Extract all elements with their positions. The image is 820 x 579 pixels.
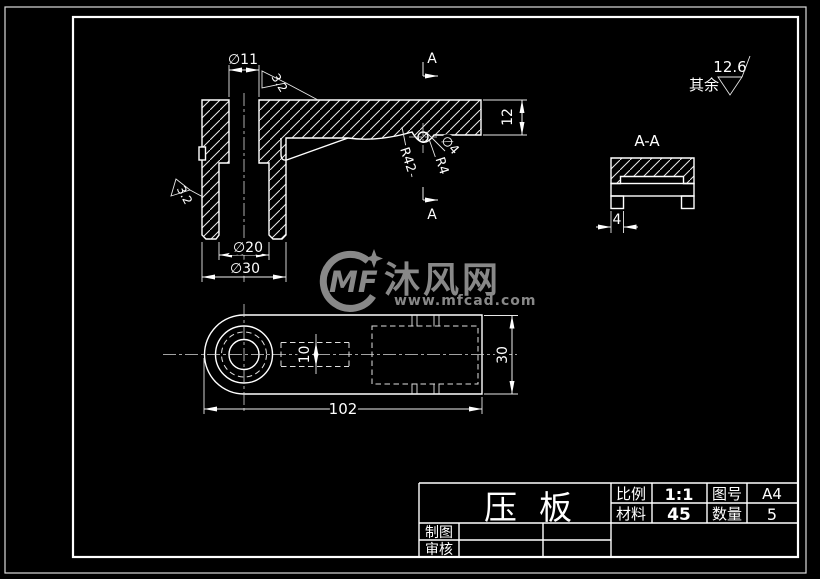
roughness-left-value: 3.2 — [174, 183, 195, 206]
front-left-section — [201, 99, 230, 240]
section-cut-top: A — [422, 51, 438, 76]
dim-r42: R42 — [396, 145, 418, 174]
tip-hole-centerline — [409, 123, 437, 153]
section-letter-top: A — [427, 51, 437, 67]
watermark-star-icon — [365, 249, 383, 268]
drawn-label: 制图 — [425, 525, 453, 541]
drawing-no-label: 图号 — [712, 485, 742, 503]
section-view-label: A-A — [634, 132, 660, 150]
aa-mid-band — [610, 182, 695, 197]
dim-d20: ∅20 — [233, 240, 263, 256]
watermark-swoosh-icon — [319, 250, 376, 312]
title-block-grid — [418, 482, 798, 558]
dim-4: 4 — [613, 212, 622, 228]
note-roughness-value: 12.6 — [713, 58, 746, 76]
roughness-top-value: 3.2 — [268, 71, 290, 95]
drawing-no-value: A4 — [762, 485, 782, 503]
dim-12: 12 — [500, 108, 516, 126]
aa-left-foot — [610, 195, 625, 210]
plan-view: 10 30 102 — [163, 304, 518, 421]
watermark-logo-text: MF — [329, 265, 378, 299]
plan-groove-ticks — [411, 315, 440, 394]
dim-d4: ∅4 — [437, 133, 461, 158]
front-web-edge — [280, 137, 349, 161]
plan-counterbore-hidden-circle — [221, 331, 267, 378]
watermark-url: www.mfcad.com — [394, 293, 537, 309]
material-label: 材料 — [616, 505, 646, 523]
dim-30: 30 — [495, 346, 511, 364]
dim-10: 10 — [297, 346, 313, 364]
watermark-brand: 沐风网 — [384, 260, 501, 301]
front-right-section — [258, 99, 482, 240]
material-value: 45 — [667, 505, 691, 525]
roughness-top-icon: 3.2 — [261, 70, 319, 101]
title-block: 压板 比例 1:1 图号 A4 材料 45 数量 5 制图 审核 — [418, 482, 798, 558]
qty-value: 5 — [767, 505, 777, 524]
qty-label: 数量 — [712, 505, 742, 523]
plan-pad-hidden — [371, 325, 479, 385]
aa-right-foot — [680, 195, 695, 210]
note-rest-label: 其余 — [689, 76, 719, 94]
plan-outline — [203, 314, 483, 395]
roughness-left-icon: 3.2 — [170, 178, 204, 207]
dim-102: 102 — [329, 400, 358, 418]
scale-label: 比例 — [616, 485, 646, 503]
section-letter-bottom: A — [427, 207, 437, 223]
dim-r4: R4 — [432, 155, 452, 176]
outer-border — [4, 6, 807, 574]
part-name: 压板 — [484, 488, 594, 527]
surface-roughness-note: 其余 12.6 — [689, 55, 751, 96]
dim-d11: ∅11 — [228, 52, 258, 68]
roughness-symbol-icon — [717, 55, 751, 96]
front-left-notch — [198, 146, 207, 161]
front-view: ∅11 3.2 3.2 A A 12 R42 R4 ∅4 — [170, 51, 527, 285]
aa-hatched-body — [610, 157, 695, 185]
scale-value: 1:1 — [665, 485, 694, 504]
checked-label: 审核 — [425, 542, 453, 558]
section-cut-bottom: A — [422, 187, 438, 223]
watermark: MF 沐风网 www.mfcad.com — [319, 249, 537, 312]
dim-d30: ∅30 — [230, 261, 260, 277]
section-view-aa: A-A 4 — [596, 132, 695, 233]
plan-centerlines — [163, 304, 517, 413]
